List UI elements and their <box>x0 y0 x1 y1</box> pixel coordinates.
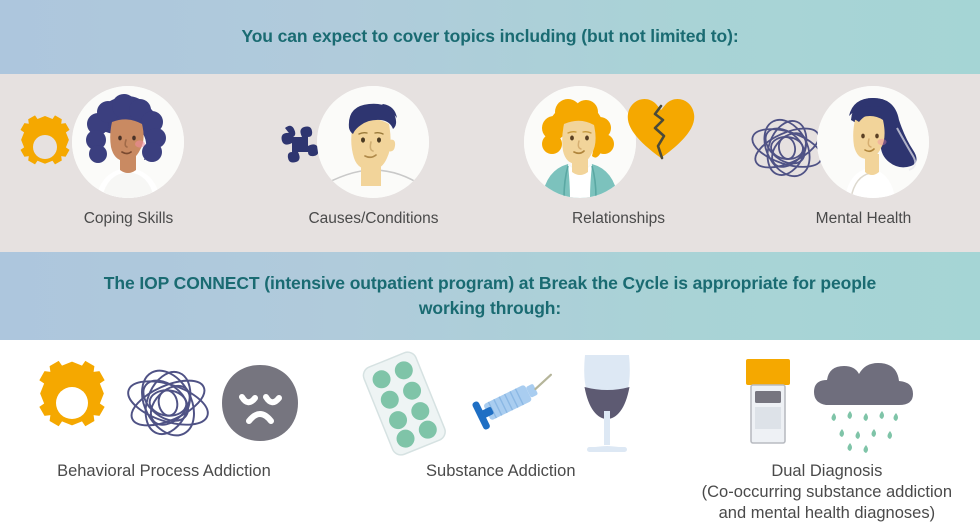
topic-causes-conditions: Causes/Conditions <box>251 74 496 252</box>
topic-causes-conditions-art <box>251 74 496 214</box>
condition-behavioral-process-addiction: Behavioral Process Addiction <box>28 350 300 482</box>
sad-face-icon <box>221 364 298 441</box>
condition-label-main: Dual Diagnosis <box>771 462 883 480</box>
puzzle-piece-icon <box>281 125 319 163</box>
topic-relationships-art <box>496 74 741 214</box>
top-banner-heading: You can expect to cover topics including… <box>241 26 739 47</box>
rain-cloud-icon <box>813 362 913 453</box>
gear-icon <box>20 115 70 165</box>
condition-substance-addiction: Substance Addiction <box>356 350 646 482</box>
gear-icon <box>39 360 105 426</box>
topic-label: Relationships <box>571 210 666 227</box>
syringe-icon <box>472 373 552 429</box>
pill-blister-pack-icon <box>362 350 446 456</box>
top-banner: You can expect to cover topics including… <box>0 0 980 74</box>
condition-label: Dual Diagnosis (Co-occurring substance a… <box>702 461 952 524</box>
middle-banner: The IOP CONNECT (intensive outpatient pr… <box>0 252 980 340</box>
tangled-scribble-icon <box>127 369 209 436</box>
man-short-hair-portrait <box>317 86 429 198</box>
tangled-scribble-icon <box>751 118 823 178</box>
woman-curly-dark-hair-portrait <box>72 86 184 198</box>
topic-label: Mental Health <box>815 210 912 227</box>
topic-mental-health-art <box>741 74 980 214</box>
topics-strip: Coping Skills <box>0 74 980 252</box>
topic-label: Coping Skills <box>83 210 174 227</box>
condition-label: Substance Addiction <box>426 462 576 480</box>
topic-coping-skills: Coping Skills <box>6 74 251 252</box>
condition-label-sub-1: (Co-occurring substance addiction <box>701 483 953 502</box>
conditions-strip: Behavioral Process Addiction <box>0 340 980 525</box>
condition-substance-art <box>356 350 646 456</box>
wine-glass-icon <box>583 354 630 452</box>
topic-relationships: Relationships <box>496 74 741 252</box>
woman-long-dark-hair-portrait <box>817 86 929 198</box>
topic-coping-skills-art <box>6 74 251 214</box>
condition-dual-diagnosis-art <box>738 350 916 455</box>
topic-mental-health: Mental Health <box>741 74 980 252</box>
specimen-cup-icon <box>745 358 790 444</box>
condition-label: Behavioral Process Addiction <box>57 462 271 480</box>
condition-dual-diagnosis: Dual Diagnosis (Co-occurring substance a… <box>702 350 952 524</box>
middle-banner-heading: The IOP CONNECT (intensive outpatient pr… <box>103 272 877 318</box>
topic-label: Causes/Conditions <box>308 210 439 227</box>
broken-heart-icon <box>627 99 695 160</box>
condition-behavioral-art <box>28 350 300 455</box>
condition-label-sub-2: and mental health diagnoses) <box>718 504 936 523</box>
woman-blonde-hair-portrait <box>524 86 636 198</box>
